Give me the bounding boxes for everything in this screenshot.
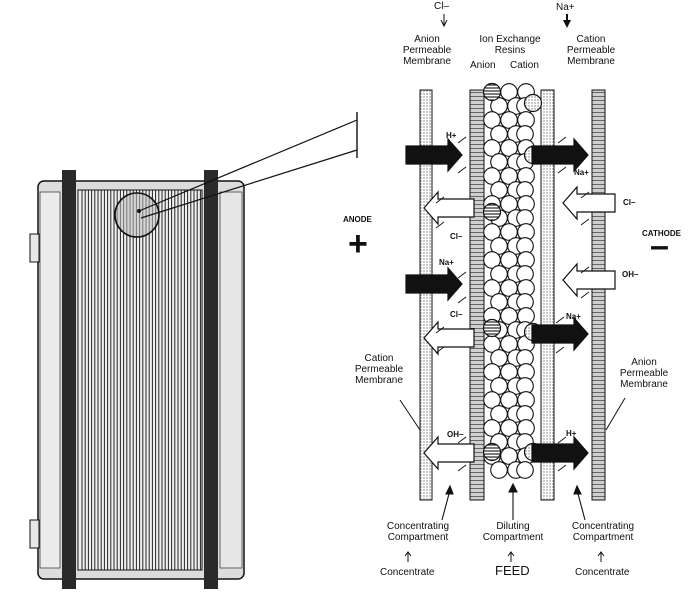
side-anion-membrane-label: Anion Permeable Membrane [619, 357, 669, 390]
cathode-label: CATHODE [642, 229, 681, 238]
ion-migration-tick [557, 464, 567, 472]
top-na-out-label: Na+ [556, 2, 575, 13]
anion-resin-bead [482, 202, 502, 222]
cl-minus-arrow [423, 190, 475, 226]
cation-resin-bead [523, 93, 543, 113]
na-plus-arrow [405, 266, 463, 302]
top-anion-membrane-label: Anion Permeable Membrane [402, 34, 452, 67]
concentrate-right-label: Concentrate [575, 567, 630, 578]
ion-na-plus-2: Na+ [439, 258, 454, 267]
top-cation-membrane-label: Cation Permeable Membrane [566, 34, 616, 67]
ion-migration-tick [435, 346, 445, 354]
anode-symbol: + [348, 225, 368, 263]
h-plus-arrow [405, 137, 463, 173]
ion-migration-tick [557, 136, 567, 144]
oh-minus-arrow [423, 435, 475, 471]
feed-label: FEED [495, 563, 530, 578]
detail-cell [419, 82, 606, 501]
ion-migration-tick [457, 166, 467, 174]
cl-minus-arrow [423, 320, 475, 356]
anion-resin-bead [482, 442, 502, 462]
resin-bead [516, 461, 534, 479]
concentrating-compartment-left: Concentrating Compartment [386, 521, 450, 543]
edi-module-stack [29, 112, 358, 589]
top-cl-out-label: Cl– [434, 1, 450, 12]
concentrating-compartment-right: Concentrating Compartment [571, 521, 635, 543]
ion-migration-tick [457, 464, 467, 472]
anion-resin-bead [482, 318, 502, 338]
ion-migration-tick [555, 316, 565, 324]
ion-cl-minus-1: Cl– [623, 198, 636, 207]
ion-cl-minus-2: Cl– [450, 232, 463, 241]
ion-migration-tick [580, 191, 590, 199]
na-plus-arrow [531, 137, 589, 173]
ion-migration-tick [435, 221, 445, 229]
ion-migration-tick [457, 436, 467, 444]
ion-na-plus-3: Na+ [566, 312, 581, 321]
resin-anion-label: Anion [470, 60, 496, 71]
cathode-symbol: – [650, 227, 669, 265]
ion-migration-tick [580, 291, 590, 299]
ion-migration-tick [457, 296, 467, 304]
ion-na-plus-1: Na+ [574, 168, 589, 177]
na-plus-arrow [531, 316, 589, 352]
oh-minus-arrow [562, 262, 616, 298]
ion-migration-tick [557, 436, 567, 444]
ion-h-plus-1: H+ [446, 131, 457, 140]
ion-oh-minus-2: OH– [447, 430, 464, 439]
h-plus-arrow [531, 435, 589, 471]
ion-migration-tick [457, 136, 467, 144]
ion-cl-minus-3: Cl– [450, 310, 463, 319]
cl-minus-arrow [562, 185, 616, 221]
anode-label: ANODE [343, 215, 372, 224]
ion-h-plus-2: H+ [566, 429, 577, 438]
diluting-compartment: Diluting Compartment [482, 521, 544, 543]
ion-migration-tick [580, 266, 590, 274]
ion-migration-tick [557, 166, 567, 174]
ion-migration-tick [555, 346, 565, 354]
resin-cation-label: Cation [510, 60, 539, 71]
ion-migration-tick [435, 196, 445, 204]
ion-oh-minus-1: OH– [622, 270, 639, 279]
resin-bead [490, 461, 508, 479]
ion-migration-tick [457, 271, 467, 279]
concentrate-left-label: Concentrate [380, 567, 435, 578]
side-cation-membrane-label: Cation Permeable Membrane [354, 353, 404, 386]
ion-migration-tick [580, 218, 590, 226]
ion-migration-tick [435, 326, 445, 334]
anion-resin-bead [482, 82, 502, 102]
resins-title-label: Ion Exchange Resins [479, 34, 541, 56]
